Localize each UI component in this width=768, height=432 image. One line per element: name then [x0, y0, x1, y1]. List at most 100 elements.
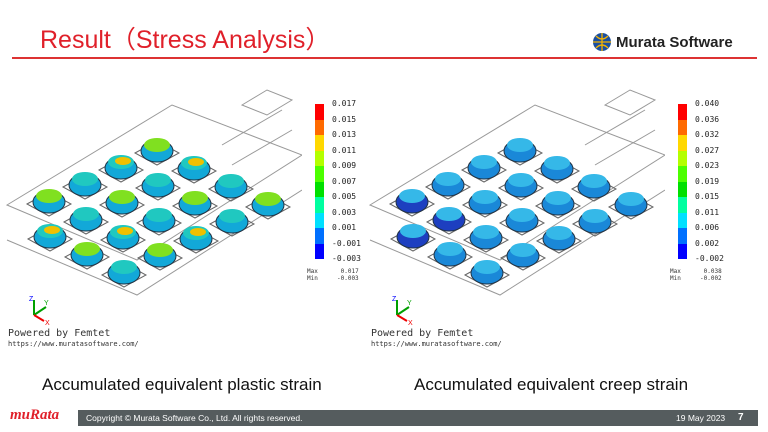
ball-top-strain — [436, 207, 462, 221]
board-edge — [221, 109, 293, 166]
legend-color-band — [678, 166, 687, 182]
legend-tick-label: 0.023 — [695, 161, 720, 170]
legend-tick-label: 0.040 — [695, 99, 720, 108]
ball-top-strain — [147, 243, 173, 257]
ball-top-strain — [400, 224, 426, 238]
ball-top-strain — [144, 138, 170, 152]
ball-top-strain — [474, 260, 500, 274]
legend-tick-label: 0.013 — [332, 130, 357, 139]
ball-top-strain — [255, 192, 281, 206]
ball-top-strain — [435, 172, 461, 186]
ball-hotspot — [190, 228, 206, 236]
ball-top-strain — [471, 155, 497, 169]
legend-tick-label: 0.003 — [332, 207, 357, 217]
ball-hotspot — [117, 227, 133, 235]
legend-tick-label: 0.019 — [695, 176, 720, 186]
legend-color-band — [678, 150, 687, 166]
legend-tick-label: 0.027 — [695, 145, 720, 155]
ball-top-strain — [545, 191, 571, 205]
ball-top-strain — [182, 191, 208, 205]
legend-color-band — [315, 181, 324, 197]
legend-color-band — [315, 243, 324, 259]
axis-triad-icon: Z Y X — [29, 296, 50, 325]
max-min-values: 0.017-0.003 — [337, 268, 359, 282]
legend-tick-label: 0.005 — [332, 192, 357, 201]
svg-text:Y: Y — [407, 300, 412, 307]
powered-by-text: Powered by Femtet — [8, 328, 111, 339]
ball-top-strain — [582, 209, 608, 223]
ball-top-strain — [111, 260, 137, 274]
svg-text:Z: Z — [392, 296, 397, 303]
ball-top-strain — [507, 138, 533, 152]
legend-tick-label: 0.011 — [695, 207, 720, 217]
murata-logo: muRata — [10, 407, 60, 423]
url-text: https://www.muratasoftware.com/ — [371, 340, 502, 348]
svg-text:Z: Z — [29, 296, 34, 303]
ball-hotspot — [115, 157, 131, 165]
ball-top-strain — [437, 242, 463, 256]
legend-tick-label: 0.036 — [695, 114, 720, 124]
ball-top-strain — [472, 190, 498, 204]
ball-top-strain — [510, 243, 536, 257]
ball-top-strain — [218, 174, 244, 188]
legend-color-band — [678, 228, 687, 244]
legend-tick-label: 0.009 — [332, 161, 357, 170]
footer-bar: Copyright © Murata Software Co., Ltd. Al… — [78, 410, 758, 426]
svg-text:X: X — [45, 320, 50, 325]
ball-top-strain — [509, 208, 535, 222]
url-text: https://www.muratasoftware.com/ — [8, 340, 139, 348]
ball-hotspot — [44, 226, 60, 234]
title-divider — [12, 57, 757, 59]
plastic-strain-model-image — [5, 89, 304, 296]
ball-top-strain — [36, 189, 62, 203]
legend-color-band — [678, 104, 687, 120]
ball-top-strain — [399, 189, 425, 203]
legend-tick-label: 0.011 — [332, 145, 357, 155]
legend-tick-label: -0.003 — [332, 254, 361, 263]
page-number: 7 — [738, 412, 744, 423]
ball-top-strain — [145, 173, 171, 187]
creep-strain-model-image — [368, 89, 667, 296]
legend-color-band — [315, 135, 324, 151]
max-min-values: 0.038-0.002 — [700, 268, 722, 282]
page-title: Result（Stress Analysis） — [40, 26, 331, 54]
legend-color-band — [678, 181, 687, 197]
ball-top-strain — [72, 172, 98, 186]
globe-icon — [593, 33, 611, 51]
legend-color-band — [678, 212, 687, 228]
plastic-strain-caption: Accumulated equivalent plastic strain — [42, 375, 322, 394]
legend-color-band — [315, 166, 324, 182]
legend-tick-label: 0.015 — [332, 114, 357, 124]
legend-color-band — [678, 243, 687, 259]
svg-text:X: X — [408, 320, 413, 325]
ball-top-strain — [219, 209, 245, 223]
ball-hotspot — [188, 158, 204, 166]
ball-top-strain — [618, 192, 644, 206]
ball-top-strain — [581, 174, 607, 188]
legend-tick-label: 0.015 — [695, 192, 720, 201]
murata-software-logo: Murata Software — [592, 32, 733, 52]
ball-top-strain — [546, 226, 572, 240]
legend-tick-label: 0.007 — [332, 176, 357, 186]
legend-tick-label: 0.017 — [332, 99, 357, 108]
ball-top-strain — [473, 225, 499, 239]
component-outline — [603, 89, 657, 116]
legend-color-band — [315, 228, 324, 244]
legend-color-band — [678, 197, 687, 213]
legend-tick-label: 0.032 — [695, 130, 720, 139]
ball-top-strain — [109, 190, 135, 204]
svg-text:Y: Y — [44, 300, 49, 307]
plastic-strain-panel: 0.017 0.015 0.013 0.011 0.009 0.007 0.005 0.003… — [2, 85, 372, 348]
legend-color-band — [315, 212, 324, 228]
legend-color-band — [315, 150, 324, 166]
logo-text: Murata Software — [616, 33, 733, 51]
ball-top-strain — [508, 173, 534, 187]
legend-color-band — [315, 104, 324, 120]
legend-color-band — [678, 135, 687, 151]
legend-color-band — [315, 119, 324, 135]
legend-color-band — [315, 197, 324, 213]
ball-top-strain — [74, 242, 100, 256]
color-legend: 0.017 0.015 0.013 0.011 0.009 0.007 0.005 0.003… — [315, 99, 361, 263]
ball-top-strain — [146, 208, 172, 222]
